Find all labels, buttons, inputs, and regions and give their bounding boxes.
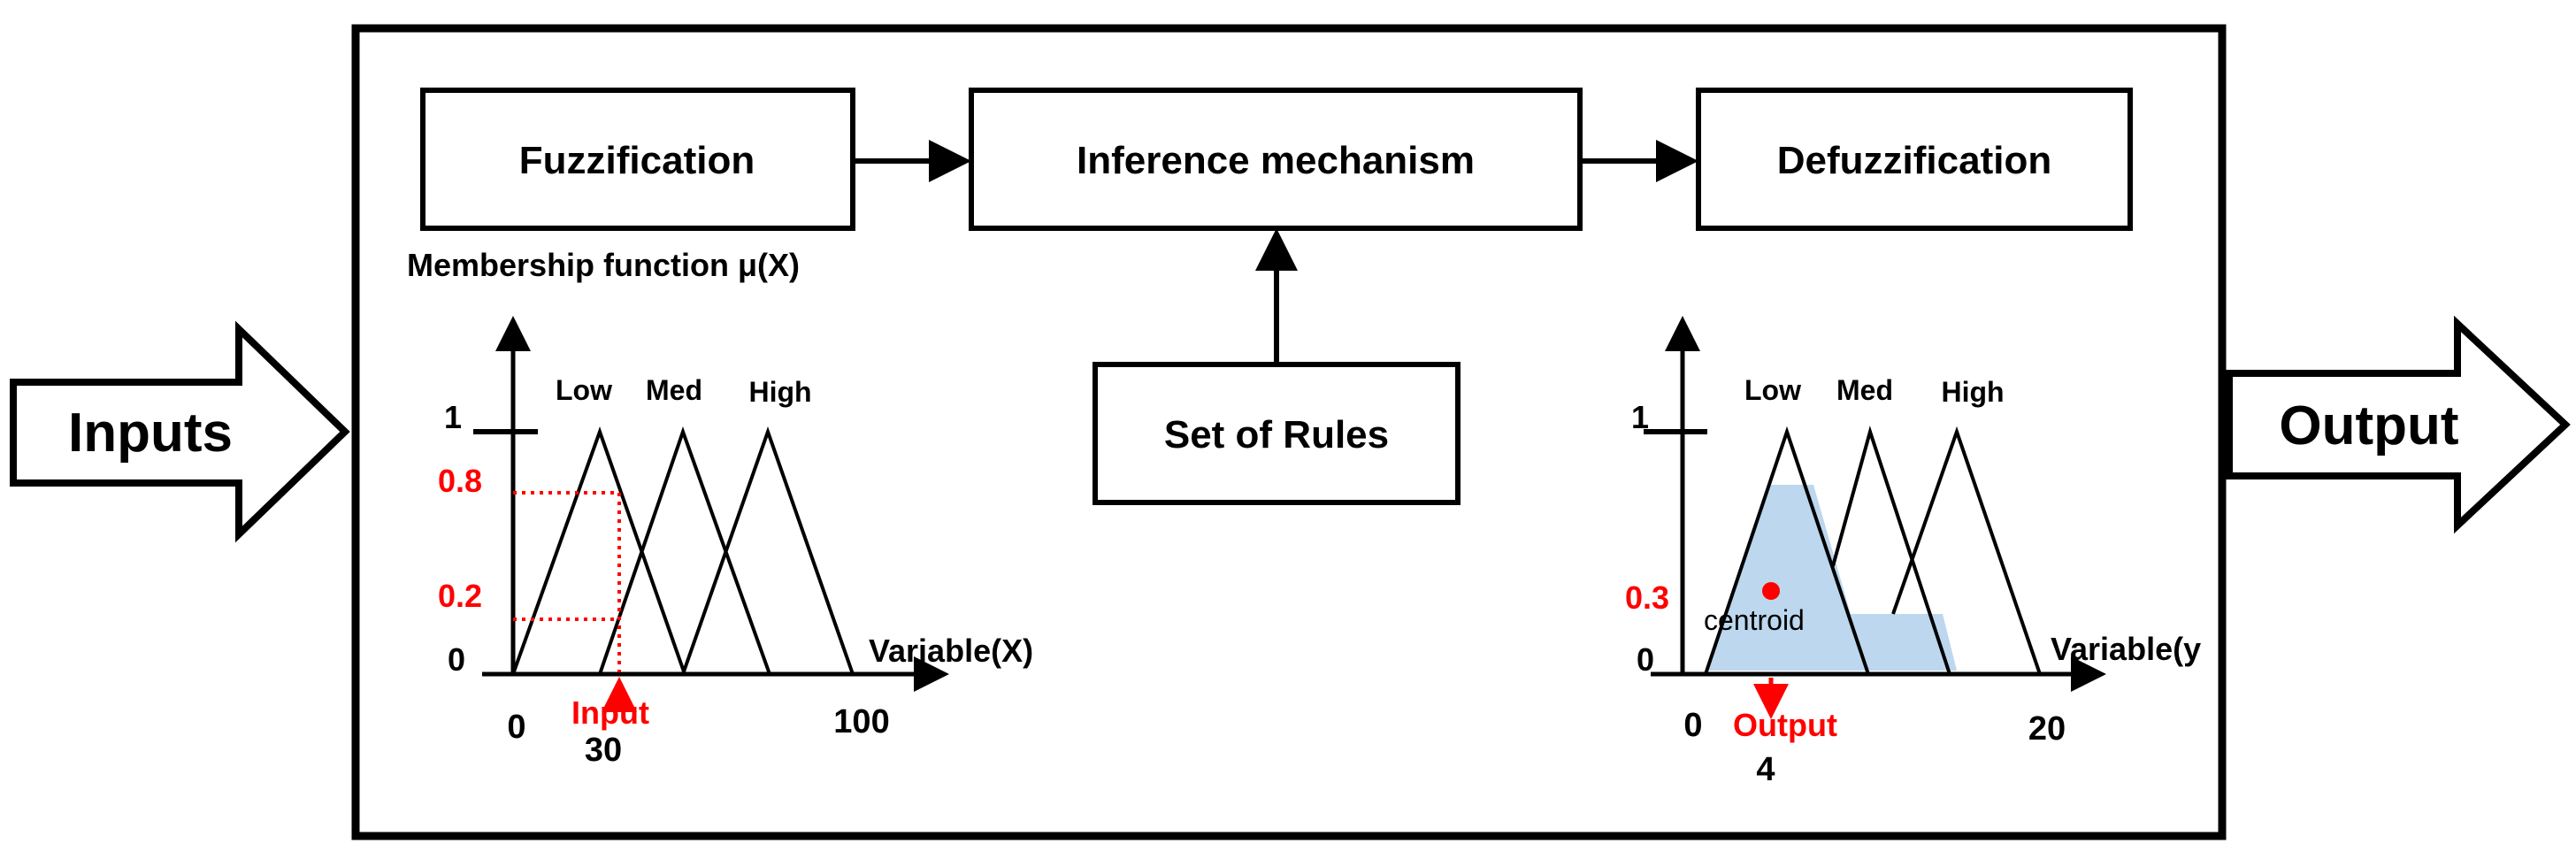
defuzzification-label: Defuzzification	[1777, 139, 2051, 182]
output-xlabel: Variable(y	[2051, 631, 2201, 667]
centroid-label: centroid	[1704, 604, 1805, 636]
output-low-set	[1704, 426, 1870, 675]
output-set-low: Low	[1744, 374, 1801, 406]
input-y-one: 1	[444, 399, 462, 435]
input-x-min: 0	[507, 709, 525, 746]
input-low-set	[511, 426, 686, 675]
output-marker-label: Output	[1733, 707, 1837, 743]
rules-label: Set of Rules	[1164, 413, 1389, 456]
output-x-max: 20	[2028, 710, 2066, 748]
output-set-high: High	[1941, 376, 2004, 408]
inputs-arrow: Inputs	[10, 320, 350, 543]
system-frame	[351, 24, 2227, 840]
input-y-zero: 0	[448, 641, 465, 678]
input-marker-value: 30	[585, 732, 622, 769]
output-high-set	[1891, 426, 2042, 675]
output-med-set	[1831, 426, 1951, 675]
output-membership-plot: Low Med High 1 0.3 0 centroid Variable(y…	[1625, 316, 2201, 788]
output-set-med: Med	[1836, 374, 1893, 406]
output-y-zero: 0	[1637, 641, 1654, 678]
input-plot-title: Membership function μ(X)	[407, 247, 800, 283]
output-marker-value: 4	[1756, 751, 1775, 788]
output-label: Output	[2279, 395, 2458, 456]
input-set-high: High	[748, 376, 811, 408]
input-set-low: Low	[556, 374, 612, 406]
input-med-set	[598, 426, 771, 675]
inference-label: Inference mechanism	[1077, 139, 1475, 182]
inputs-label: Inputs	[68, 403, 233, 464]
output-x-min: 0	[1683, 707, 1702, 744]
defuzzification-box: Defuzzification	[1696, 88, 2133, 231]
fuzzification-label: Fuzzification	[519, 139, 755, 182]
input-level-low: 0.2	[438, 578, 482, 614]
output-level: 0.3	[1625, 579, 1669, 616]
input-high-set	[681, 426, 855, 675]
input-marker-label: Input	[571, 694, 649, 731]
input-xlabel: Variable(X)	[869, 633, 1033, 669]
inference-box: Inference mechanism	[969, 88, 1583, 231]
input-level-high: 0.8	[438, 463, 482, 499]
input-x-max: 100	[833, 703, 889, 740]
fuzzification-box: Fuzzification	[420, 88, 855, 231]
input-membership-plot: Membership function μ(X) Low Med High 1 …	[407, 247, 1033, 769]
input-set-med: Med	[646, 374, 702, 406]
output-y-one: 1	[1631, 399, 1649, 435]
output-arrow: Output	[2226, 315, 2571, 534]
centroid-dot	[1762, 582, 1780, 600]
output-aggregated-area	[1706, 485, 1957, 671]
rules-box: Set of Rules	[1092, 362, 1460, 505]
